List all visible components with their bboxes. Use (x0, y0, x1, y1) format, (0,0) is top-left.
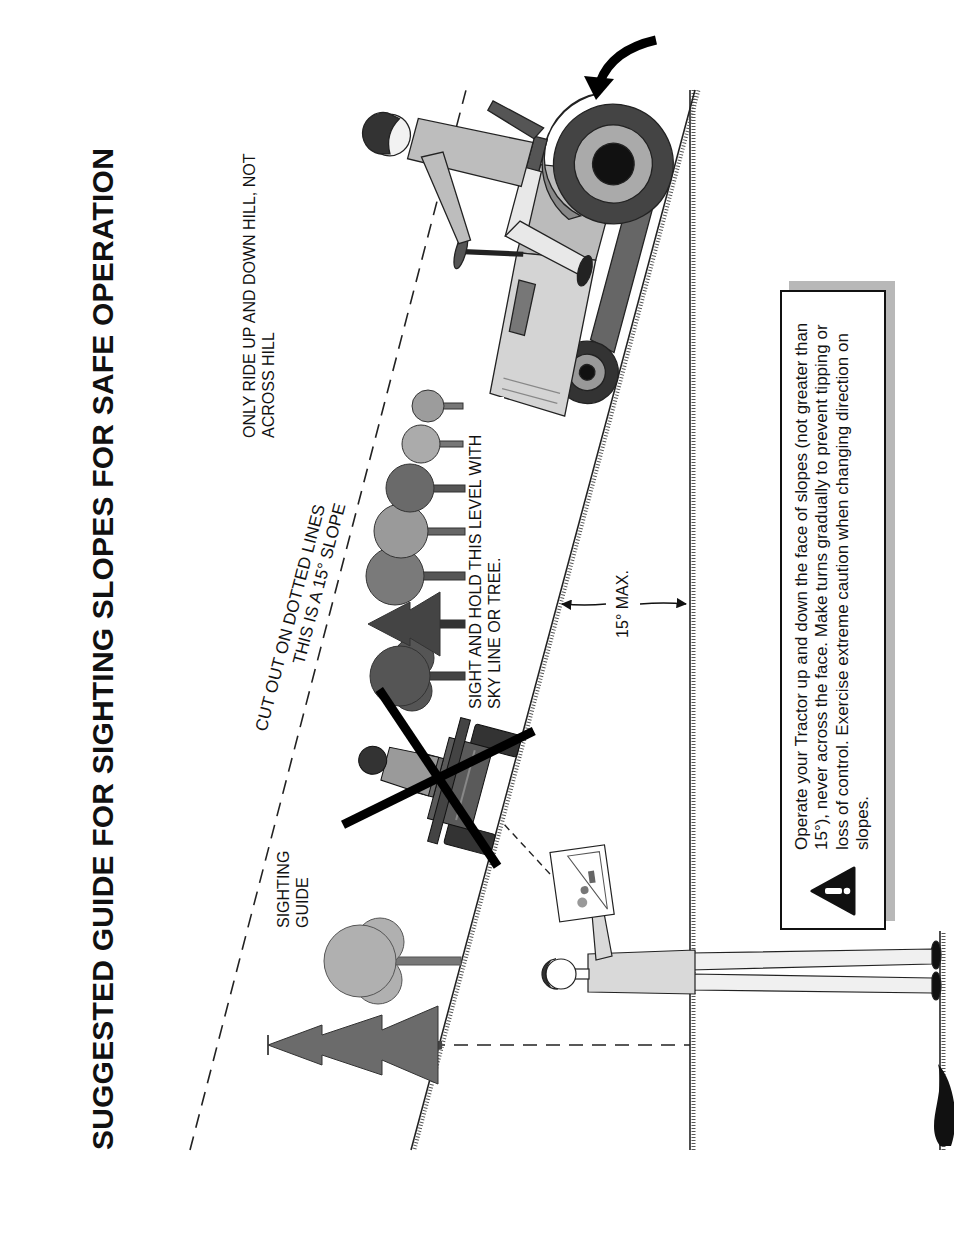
riding-tractor (501, 218, 591, 275)
dotted-cut-line (190, 90, 466, 1150)
round-tree (395, 957, 461, 965)
pine-tree (268, 1006, 442, 1084)
warning-icon (812, 868, 854, 914)
riding-tractor (566, 116, 662, 212)
person-sighting (546, 959, 576, 989)
page-title: SUGGESTED GUIDE FOR SIGHTING SLOPES FOR … (86, 148, 120, 1150)
person-sighting (542, 959, 558, 989)
pine-tree (268, 1006, 438, 1084)
warning-box: Operate your Tractor up and down the fac… (780, 290, 886, 930)
slope-line (411, 90, 695, 1150)
warning-icon (843, 888, 850, 895)
direction-arrow (584, 40, 656, 100)
tree-row (402, 425, 440, 463)
warning-icon (810, 866, 856, 916)
riding-tractor (574, 254, 595, 288)
sighting-guide-card (568, 852, 608, 914)
annotation-label: 15° MAX. (613, 568, 632, 640)
round-tree (324, 918, 461, 1004)
slope-line (411, 90, 699, 1150)
riding-tractor (479, 240, 605, 416)
riding-tractor (402, 147, 490, 246)
direction-arrow (600, 40, 656, 82)
tree-row (386, 464, 434, 512)
riding-tractor (463, 239, 523, 267)
crossed-out-tractor (343, 690, 534, 867)
ground-shadow (934, 1064, 954, 1146)
warning-icon (825, 888, 842, 894)
sighting-guide-card (550, 845, 614, 922)
riding-tractor (305, 36, 688, 427)
slope-line (415, 90, 699, 1149)
tree-row (412, 390, 444, 422)
riding-tractor (578, 363, 597, 382)
riding-tractor (408, 112, 533, 189)
riding-tractor (504, 378, 561, 393)
person-sighting (592, 913, 612, 960)
tree-row (374, 504, 428, 558)
angle-arrows (562, 604, 606, 605)
direction-arrow (584, 76, 614, 100)
sighting-guide-card (580, 886, 589, 895)
annotation-label: SIGHT AND HOLD THIS LEVEL WITH SKY LINE … (466, 397, 504, 711)
riding-tractor (588, 139, 639, 190)
person-sighting (690, 974, 932, 993)
sight-line (502, 822, 550, 874)
crossed-out-tractor (356, 743, 390, 777)
annotation-label: SIGHTING GUIDE (274, 831, 312, 930)
sighting-guide-card (550, 845, 614, 922)
sighting-guide-card (588, 871, 596, 884)
angle-arrows (640, 603, 686, 604)
tree-row (366, 390, 465, 711)
crossed-out-tractor (341, 689, 534, 866)
person-sighting (690, 949, 932, 970)
riding-tractor (358, 108, 400, 157)
round-tree (324, 925, 396, 997)
warning-text: Operate your Tractor up and down the fac… (792, 308, 874, 850)
annotation-label: ONLY RIDE UP AND DOWN HILL, NOT ACROSS H… (240, 141, 278, 440)
riding-tractor (506, 280, 538, 335)
crossed-out-tractor (343, 690, 534, 867)
sighting-guide-card (577, 897, 588, 908)
